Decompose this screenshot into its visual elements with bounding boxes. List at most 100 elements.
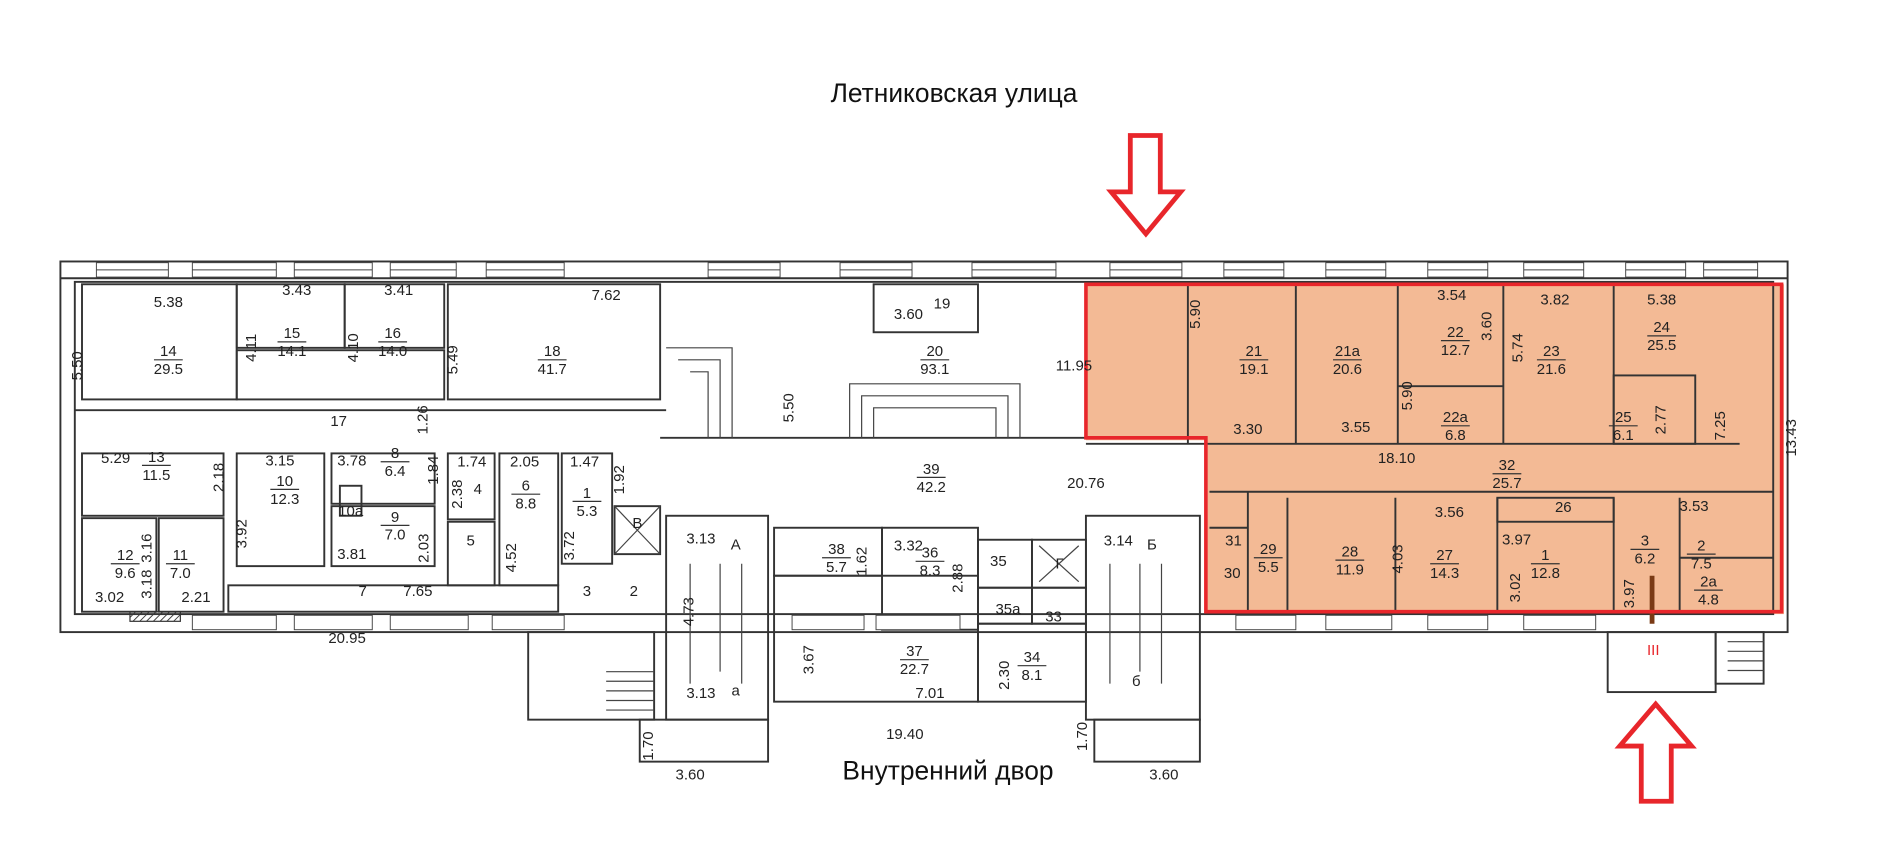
- dimension-label: 3.16: [139, 534, 156, 563]
- room-number: 39: [923, 461, 940, 478]
- label-r2l: 2: [630, 583, 638, 600]
- room-1l[interactable]: 15.3: [572, 485, 602, 520]
- room-1r[interactable]: 112.8: [1531, 547, 1560, 582]
- dimension-label: 5.29: [101, 450, 130, 467]
- window: [491, 614, 565, 631]
- highlight-fill: [1085, 284, 1785, 615]
- dimension-label: 5.50: [780, 393, 797, 422]
- room-area: 4.8: [1698, 592, 1719, 609]
- room-number: 2: [1697, 538, 1705, 555]
- label-entrance3: III: [1647, 642, 1659, 659]
- street-name-top: Летниковская улица: [831, 78, 1078, 108]
- dimension-label: 20.76: [1067, 475, 1105, 492]
- dimension-labels: 5.385.503.434.113.414.107.625.491.265.29…: [69, 282, 1800, 784]
- dimension-label: 2.88: [949, 564, 966, 593]
- room-number: 13: [148, 449, 165, 466]
- dimension-label: 3.56: [1435, 504, 1464, 521]
- room-area: 7.5: [1691, 556, 1712, 573]
- room-area: 8.1: [1022, 667, 1043, 684]
- dimension-label: 3.81: [337, 546, 366, 563]
- highlight-border: [1084, 282, 1784, 614]
- dimension-label: 7.25: [1712, 411, 1729, 440]
- room-12[interactable]: 129.6: [110, 547, 140, 582]
- room-29[interactable]: 295.5: [1253, 541, 1283, 576]
- room-number: 38: [828, 541, 845, 558]
- room-area: 19.1: [1239, 361, 1268, 378]
- room-number: 2a: [1700, 574, 1717, 591]
- room-area: 7.0: [170, 565, 191, 582]
- label-r3l: 3: [583, 583, 591, 600]
- windows: [95, 262, 1759, 631]
- window: [1325, 614, 1393, 631]
- dimension-label: 3.02: [1507, 573, 1524, 602]
- dimension-label: 3.78: [337, 452, 366, 469]
- room-number: 18: [544, 343, 561, 360]
- dimension-label: 1.70: [1074, 722, 1091, 751]
- dimension-label: 1.26: [414, 405, 431, 434]
- room-number: 32: [1499, 457, 1516, 474]
- label-stairB: Б: [1147, 536, 1157, 553]
- window: [1523, 614, 1597, 631]
- room-area: 20.6: [1333, 361, 1362, 378]
- room-number: 1: [1541, 547, 1549, 564]
- dimension-label: 3.02: [95, 589, 124, 606]
- window: [875, 614, 961, 631]
- dimension-label: 11.95: [1056, 358, 1092, 375]
- room-number: 21: [1246, 343, 1263, 360]
- room-area: 22.7: [900, 661, 929, 678]
- room-36[interactable]: 368.3: [915, 545, 945, 580]
- room-38[interactable]: 385.7: [822, 541, 851, 576]
- room-8[interactable]: 86.4: [380, 445, 410, 480]
- room-2r[interactable]: 27.5: [1686, 538, 1716, 573]
- room-11[interactable]: 117.0: [165, 547, 195, 582]
- room-3r[interactable]: 36.2: [1630, 533, 1660, 568]
- dimension-label: 4.11: [243, 334, 260, 362]
- dimension-label: 3.32: [894, 538, 923, 555]
- highlighted-area[interactable]: [1085, 284, 1785, 615]
- room-area: 93.1: [920, 361, 949, 378]
- dimension-label: 4.03: [1390, 544, 1407, 573]
- room-area: 11.5: [142, 467, 170, 484]
- label-stair_a: а: [732, 683, 741, 700]
- label-liftV: В: [632, 515, 642, 532]
- dimension-label: 5.38: [1647, 292, 1676, 309]
- room-2a[interactable]: 2a4.8: [1694, 574, 1723, 609]
- dimension-label: 3.60: [676, 767, 705, 784]
- room-9[interactable]: 97.0: [380, 509, 410, 544]
- room-number: 21a: [1335, 343, 1361, 360]
- room-area: 12.3: [270, 491, 299, 508]
- room-25[interactable]: 256.1: [1608, 409, 1638, 444]
- room-number: 8: [391, 445, 399, 462]
- room-34[interactable]: 348.1: [1017, 649, 1047, 684]
- dimension-label: 3.97: [1502, 532, 1531, 549]
- label-r4: 4: [474, 481, 482, 498]
- room-area: 14.3: [1430, 565, 1459, 582]
- room-6[interactable]: 68.8: [511, 478, 541, 513]
- label-r26: 26: [1555, 499, 1572, 516]
- dimension-label: 5.90: [1399, 381, 1416, 410]
- dimension-label: 2.03: [416, 534, 433, 563]
- dimension-label: 3.97: [1621, 579, 1638, 608]
- room-area: 41.7: [538, 361, 567, 378]
- room-number: 16: [384, 325, 401, 342]
